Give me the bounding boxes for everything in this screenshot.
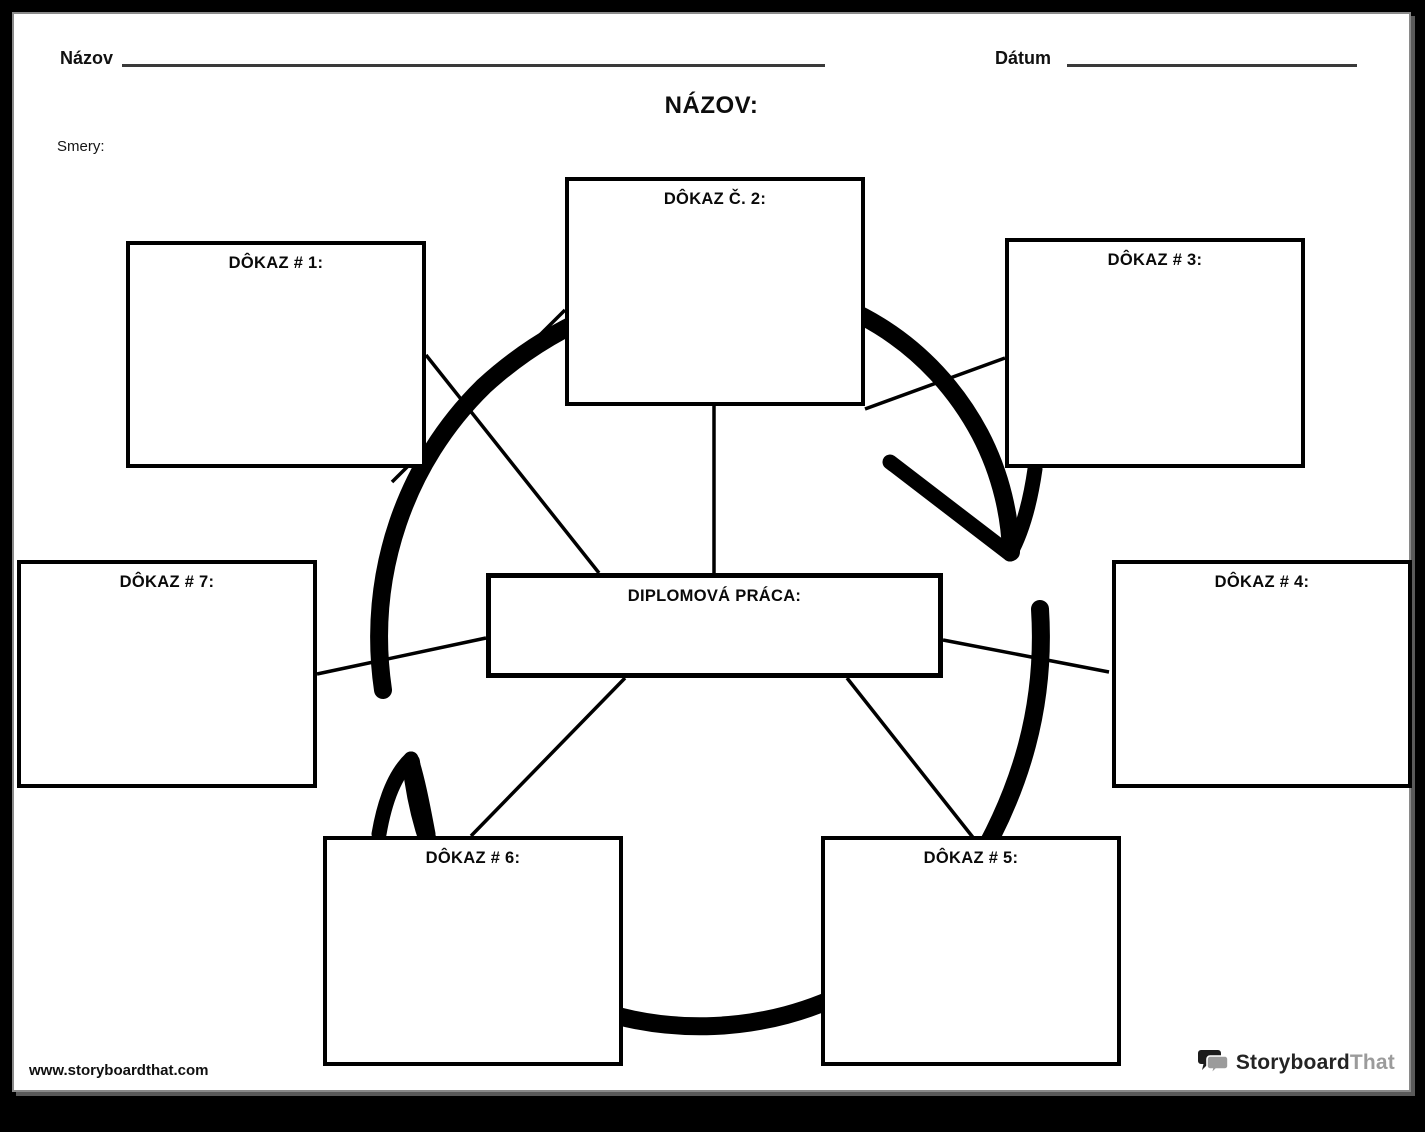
date-fill-line[interactable] <box>1067 64 1357 67</box>
arrowhead-right-barb2 <box>1002 461 1043 562</box>
logo-text-storyboard: Storyboard <box>1235 1051 1350 1074</box>
thesis-center-box[interactable]: DIPLOMOVÁ PRÁCA: <box>486 573 943 678</box>
speech-bubbles-icon <box>1197 1048 1230 1078</box>
circle-arrow-diagram <box>316 275 1110 1036</box>
page-title: NÁZOV: <box>664 92 759 119</box>
evidence-box-3-label: DÔKAZ # 3: <box>1107 251 1203 269</box>
evidence-box-7-label: DÔKAZ # 7: <box>119 573 215 591</box>
arrowhead-left-barb2 <box>403 751 436 842</box>
worksheet-page: Názov Dátum NÁZOV: Smery: DÔKAZ # <box>12 12 1412 1092</box>
evidence-box-2-label: DÔKAZ Č. 2: <box>663 190 767 208</box>
evidence-box-1-label: DÔKAZ # 1: <box>228 254 324 272</box>
evidence-box-7[interactable]: DÔKAZ # 7: <box>17 560 317 788</box>
logo-text-that: That <box>1349 1051 1395 1074</box>
evidence-box-4-label: DÔKAZ # 4: <box>1214 573 1310 591</box>
evidence-box-3[interactable]: DÔKAZ # 3: <box>1005 238 1305 468</box>
website-url: www.storyboardthat.com <box>29 1062 209 1079</box>
arrowhead-right-barb1 <box>882 454 1018 562</box>
evidence-box-1[interactable]: DÔKAZ # 1: <box>126 241 426 468</box>
date-label: Dátum <box>995 48 1052 68</box>
directions-label: Smery: <box>57 138 105 155</box>
evidence-box-6-label: DÔKAZ # 6: <box>425 849 521 867</box>
evidence-box-5-label: DÔKAZ # 5: <box>923 849 1019 867</box>
evidence-box-4[interactable]: DÔKAZ # 4: <box>1112 560 1412 788</box>
name-label: Názov <box>60 48 114 68</box>
arrowhead-left-barb1 <box>371 751 419 842</box>
thesis-center-box-label: DIPLOMOVÁ PRÁCA: <box>627 587 802 605</box>
evidence-box-6[interactable]: DÔKAZ # 6: <box>323 836 623 1066</box>
storyboardthat-logo[interactable]: StoryboardThat <box>1197 1048 1395 1078</box>
evidence-box-2[interactable]: DÔKAZ Č. 2: <box>565 177 865 406</box>
name-fill-line[interactable] <box>122 64 825 67</box>
speech-bubble-front <box>1206 1055 1229 1077</box>
evidence-box-5[interactable]: DÔKAZ # 5: <box>821 836 1121 1066</box>
